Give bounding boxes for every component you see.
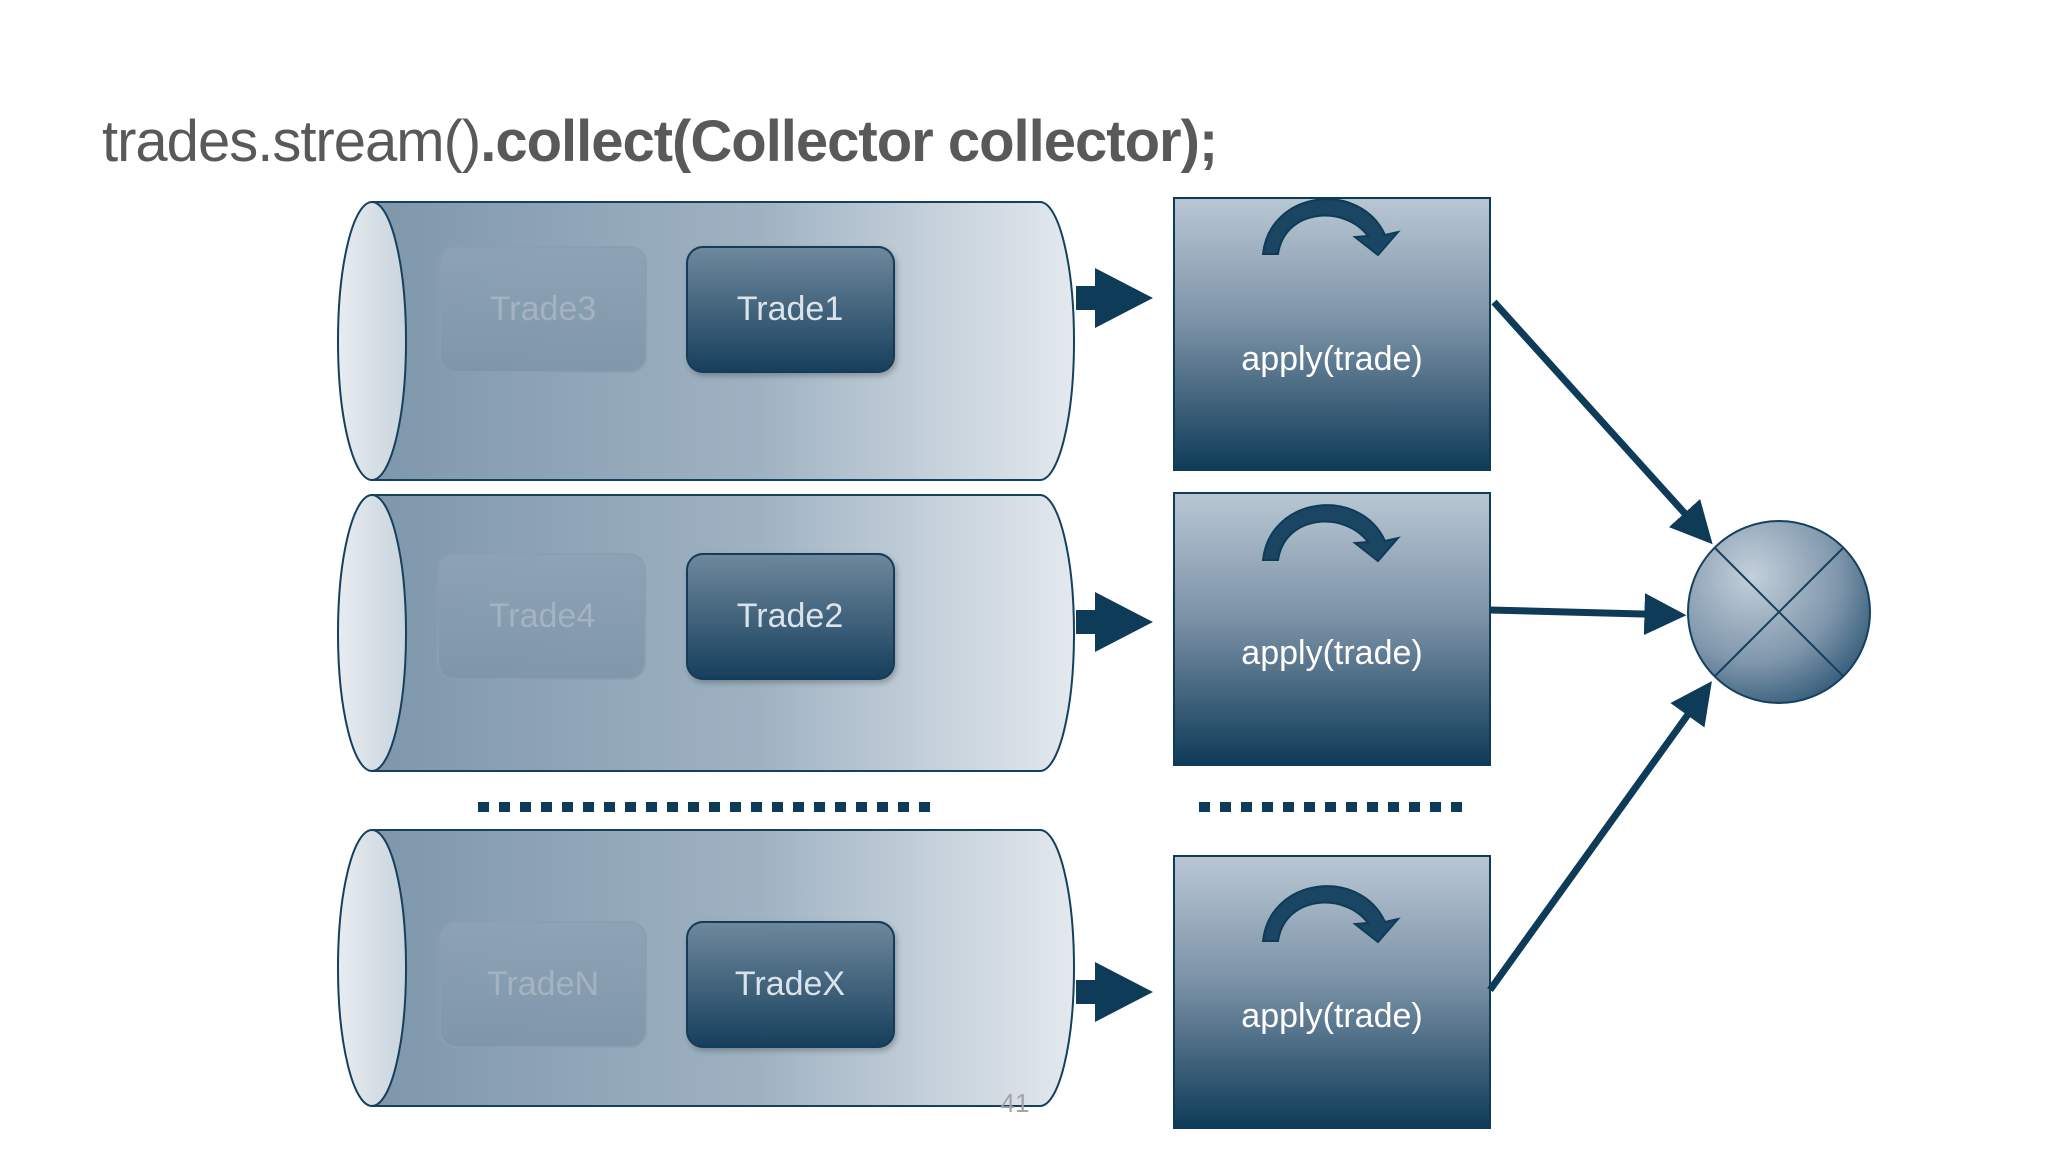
slide-title: trades.stream().collect(Collector collec… — [102, 108, 1218, 175]
trade-label: Trade2 — [737, 597, 843, 635]
pipeline-1: Trade3 Trade1 apply(trade) — [337, 197, 1491, 481]
connector-arrow — [1487, 681, 1712, 993]
trade-chip: TradeX — [686, 921, 895, 1048]
pipeline-2: Trade4 Trade2 apply(trade) — [337, 492, 1491, 772]
block-arrow-icon — [1076, 592, 1153, 652]
title-plain: trades.stream() — [102, 109, 481, 174]
operation-label: apply(trade) — [1241, 340, 1422, 378]
block-arrow-icon — [1076, 268, 1153, 328]
trade-label: Trade4 — [489, 597, 595, 635]
cycle-arrow-icon — [1261, 885, 1401, 944]
merge-x-circle-icon — [1687, 520, 1871, 704]
trade-label: Trade1 — [737, 290, 843, 328]
pipeline-3: TradeN TradeX apply(trade) — [337, 829, 1491, 1129]
block-arrow-icon — [1076, 962, 1153, 1022]
cycle-arrow-icon — [1261, 504, 1401, 563]
operation-label: apply(trade) — [1241, 634, 1422, 672]
trade-chip: Trade2 — [686, 553, 895, 680]
cycle-arrow-icon — [1261, 198, 1401, 257]
apply-box: apply(trade) — [1173, 197, 1491, 471]
trade-label: TradeX — [735, 965, 845, 1003]
trade-label: Trade3 — [490, 290, 596, 328]
page-number: 41 — [1001, 1088, 1030, 1118]
apply-box: apply(trade) — [1173, 855, 1491, 1129]
trade-label: TradeN — [487, 965, 599, 1003]
trade-chip-faded: Trade3 — [439, 246, 647, 373]
apply-box: apply(trade) — [1173, 492, 1491, 766]
connector-arrow — [1491, 299, 1713, 545]
operation-label: apply(trade) — [1241, 997, 1422, 1035]
trade-chip-faded: TradeN — [439, 921, 647, 1048]
title-bold: .collect(Collector collector); — [480, 109, 1218, 174]
connector-arrow — [1489, 593, 1687, 636]
trade-chip-faded: Trade4 — [437, 553, 646, 680]
trade-chip: Trade1 — [686, 246, 895, 373]
